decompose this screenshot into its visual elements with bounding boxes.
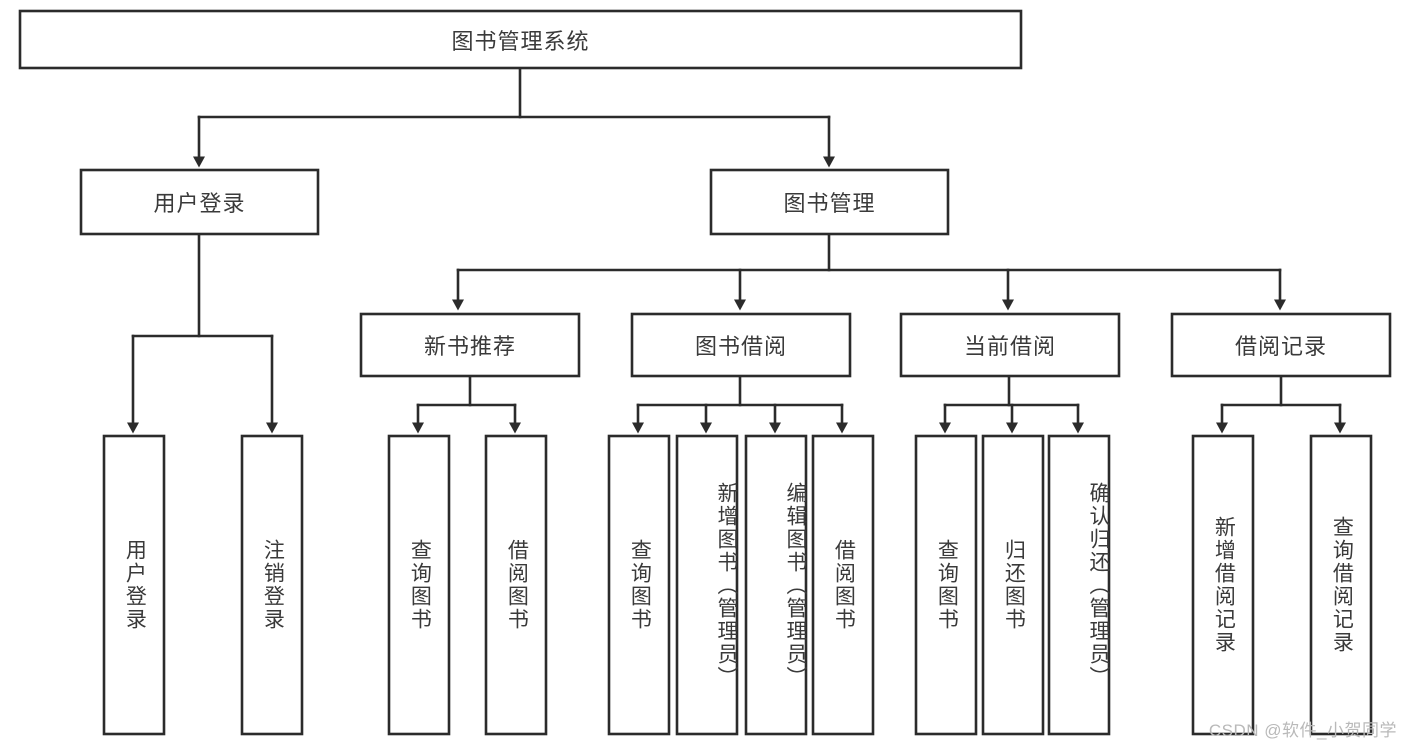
csdn-watermark: CSDN @软件_小贺同学	[1208, 721, 1397, 740]
connector-layer	[127, 66, 1346, 434]
node-box-leaf-confirm-return[interactable]	[1047, 434, 1111, 736]
node-box-book-management[interactable]	[709, 168, 950, 236]
node-box-book-borrow[interactable]	[630, 312, 852, 378]
node-box-leaf-logout-login[interactable]	[240, 434, 304, 736]
node-box-user-login[interactable]	[79, 168, 320, 236]
node-box-leaf-borrow-book-1[interactable]	[484, 434, 548, 736]
node-box-current-borrow[interactable]	[899, 312, 1121, 378]
node-box-title[interactable]	[18, 9, 1023, 70]
node-box-leaf-query-book-3[interactable]	[914, 434, 978, 736]
node-box-leaf-add-record[interactable]	[1191, 434, 1255, 736]
node-box-layer	[18, 9, 1392, 736]
node-box-leaf-query-book-1[interactable]	[387, 434, 451, 736]
node-box-leaf-query-book-2[interactable]	[607, 434, 671, 736]
node-box-leaf-borrow-book-2[interactable]	[811, 434, 875, 736]
node-box-leaf-query-record[interactable]	[1309, 434, 1373, 736]
node-box-leaf-add-book[interactable]	[675, 434, 739, 736]
node-box-leaf-edit-book[interactable]	[744, 434, 808, 736]
node-box-leaf-user-login[interactable]	[102, 434, 166, 736]
node-box-new-book-recommend[interactable]	[359, 312, 581, 378]
node-box-leaf-return-book[interactable]	[981, 434, 1045, 736]
node-box-borrow-record[interactable]	[1170, 312, 1392, 378]
